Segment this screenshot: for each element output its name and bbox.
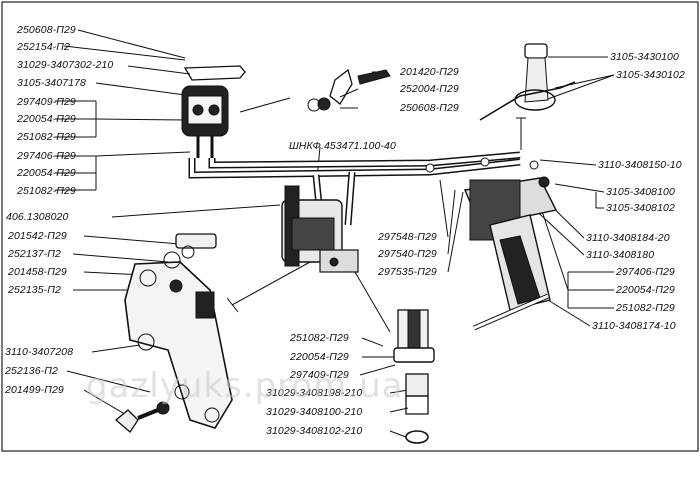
part-label: 201458-П29 (8, 266, 67, 278)
part-label: 252135-П2 (8, 284, 61, 296)
part-label: 3110-3408174-10 (592, 320, 676, 332)
part-label: 31029-3408100-210 (266, 406, 363, 418)
part-label: 201499-П29 (5, 384, 64, 396)
part-label: 406.1308020 (6, 211, 69, 223)
part-label: 220054-П29 (17, 113, 76, 125)
part-label: 251082-П29 (616, 302, 675, 314)
part-label: 3105-3430102 (616, 69, 685, 81)
part-label: 3105-3408100 (606, 186, 675, 198)
part-label: 220054-П29 (616, 284, 675, 296)
part-label: 3110-3408184-20 (586, 232, 670, 244)
part-label: 297406-П29 (616, 266, 675, 278)
part-label: 297548-П29 (378, 231, 437, 243)
part-label: 251082-П29 (17, 131, 76, 143)
part-label: 252136-П2 (5, 365, 58, 377)
part-label: 250608-П29 (400, 102, 459, 114)
part-label: 3105-3407178 (17, 77, 86, 89)
part-label: 201420-П29 (400, 66, 459, 78)
part-label: 3105-3430100 (610, 51, 679, 63)
part-label: 252154-П2 (17, 41, 70, 53)
part-label: 31029-3408198-210 (266, 387, 363, 399)
part-label: 220054-П29 (17, 167, 76, 179)
part-label: 251082-П29 (17, 185, 76, 197)
part-label: 250608-П29 (17, 24, 76, 36)
part-label: 3110-3408150-10 (598, 159, 682, 171)
part-label: 297540-П29 (378, 248, 437, 260)
part-label: 252004-П29 (400, 83, 459, 95)
part-label: 31029-3408102-210 (266, 425, 363, 437)
part-label: 297409-П29 (17, 96, 76, 108)
part-label: 31029-3407302-210 (17, 59, 114, 71)
part-label: 3110-3407208 (5, 346, 74, 358)
part-label: 297406-П29 (17, 150, 76, 162)
part-label: 297535-П29 (378, 266, 437, 278)
watermark: gazlyuks.prom.ua (86, 366, 404, 406)
part-label: 297409-П29 (290, 369, 349, 381)
part-label: 220054-П29 (290, 351, 349, 363)
part-label: 251082-П29 (290, 332, 349, 344)
part-label: 3110-3408180 (586, 249, 655, 261)
part-label: ШНКФ.453471.100-40 (289, 140, 396, 152)
part-label: 252137-П2 (8, 248, 61, 260)
part-label: 201542-П29 (8, 230, 67, 242)
part-label: 3105-3408102 (606, 202, 675, 214)
